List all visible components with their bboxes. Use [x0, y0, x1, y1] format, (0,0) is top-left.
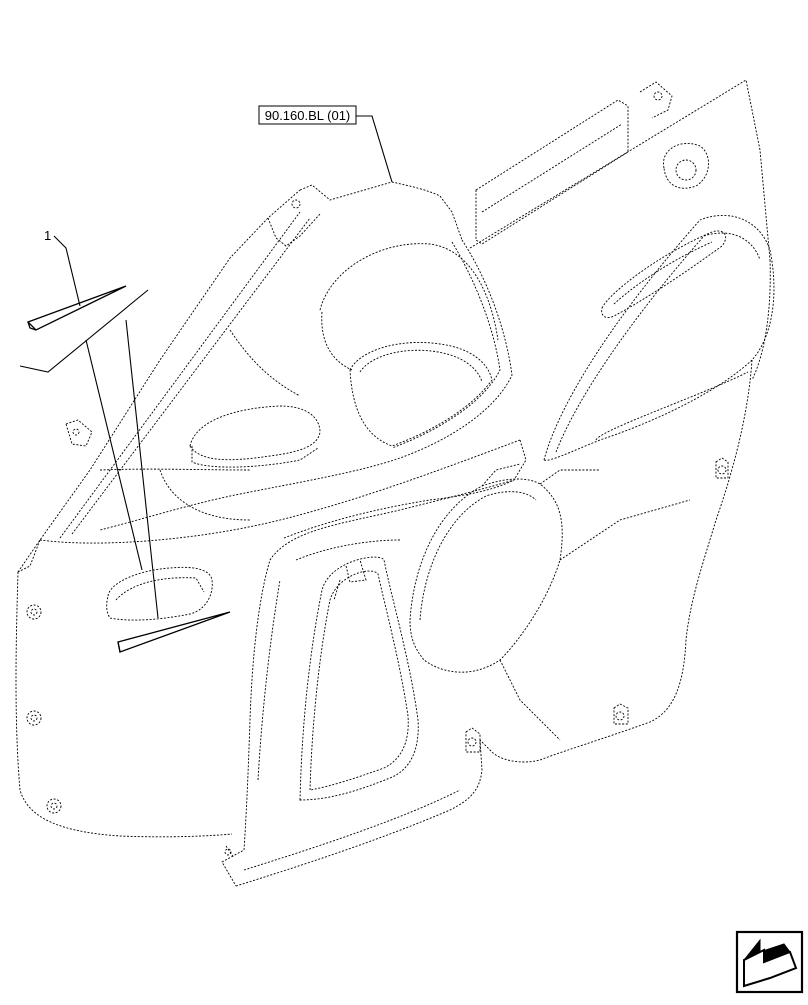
reference-label: 90.160.BL (01)	[265, 108, 351, 123]
reference-callout[interactable]: 90.160.BL (01)	[258, 105, 393, 183]
arrow-out-of-box-icon[interactable]	[735, 930, 804, 994]
bolt-hole	[46, 798, 62, 814]
bolt-hole	[26, 604, 42, 620]
callout-number: 1	[44, 228, 51, 243]
bolt-hole	[26, 710, 42, 726]
part-1-trim-strip	[19, 285, 231, 653]
callout-1: 1	[44, 228, 81, 307]
trim-panel	[15, 79, 775, 887]
